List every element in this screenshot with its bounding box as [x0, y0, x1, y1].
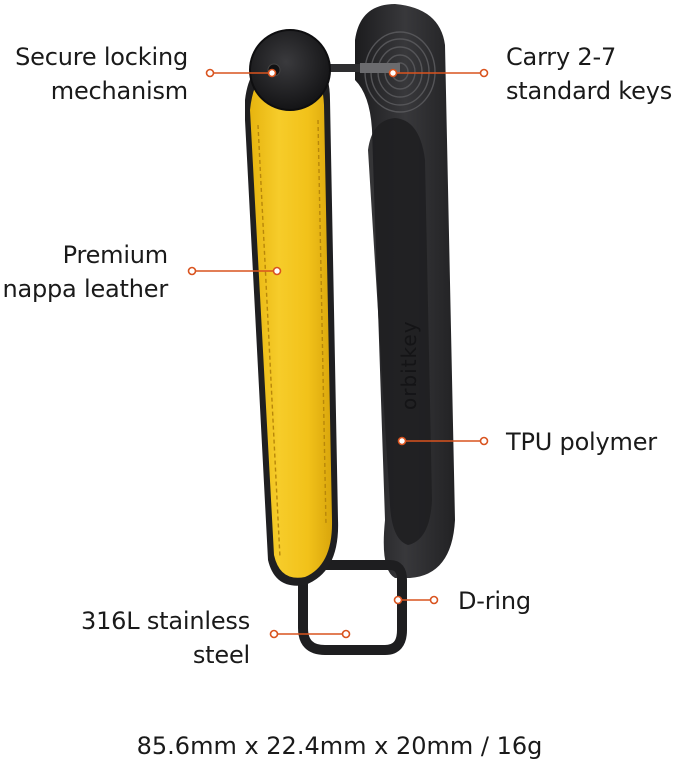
callout-steel: 316L stainless steel	[0, 604, 250, 672]
callout-steel-line1: 316L stainless	[81, 607, 250, 635]
callout-lock: Secure locking mechanism	[0, 40, 188, 108]
callout-leather-line2: nappa leather	[2, 275, 168, 303]
d-ring	[298, 560, 407, 655]
callout-dring-line1: D-ring	[458, 587, 531, 615]
callout-dring: D-ring	[458, 584, 531, 618]
dimensions-text: 85.6mm x 22.4mm x 20mm / 16g	[136, 732, 543, 760]
callout-tpu-line1: TPU polymer	[506, 428, 657, 456]
callout-steel-line2: steel	[192, 641, 250, 669]
callout-lines	[187, 68, 489, 639]
leather-stitching	[257, 124, 281, 559]
callout-keys-line1: Carry 2-7	[506, 43, 617, 71]
callout-keys-line2: standard keys	[506, 77, 672, 105]
locking-cap-rim	[249, 29, 331, 111]
callout-leather-line1: Premium	[62, 241, 169, 269]
screw-thread	[360, 63, 400, 73]
locking-cap	[250, 30, 330, 110]
callout-lock-line1: Secure locking	[15, 43, 188, 71]
leather-surface	[250, 60, 333, 578]
tpu-inner-groove	[368, 118, 432, 545]
callout-leather: Premium nappa leather	[0, 238, 168, 306]
callout-tpu: TPU polymer	[506, 425, 657, 459]
brand-text: orbitkey	[397, 320, 421, 410]
callout-lock-line2: mechanism	[50, 77, 188, 105]
callout-keys: Carry 2-7 standard keys	[506, 40, 672, 108]
leather-stitching-right	[317, 119, 327, 526]
